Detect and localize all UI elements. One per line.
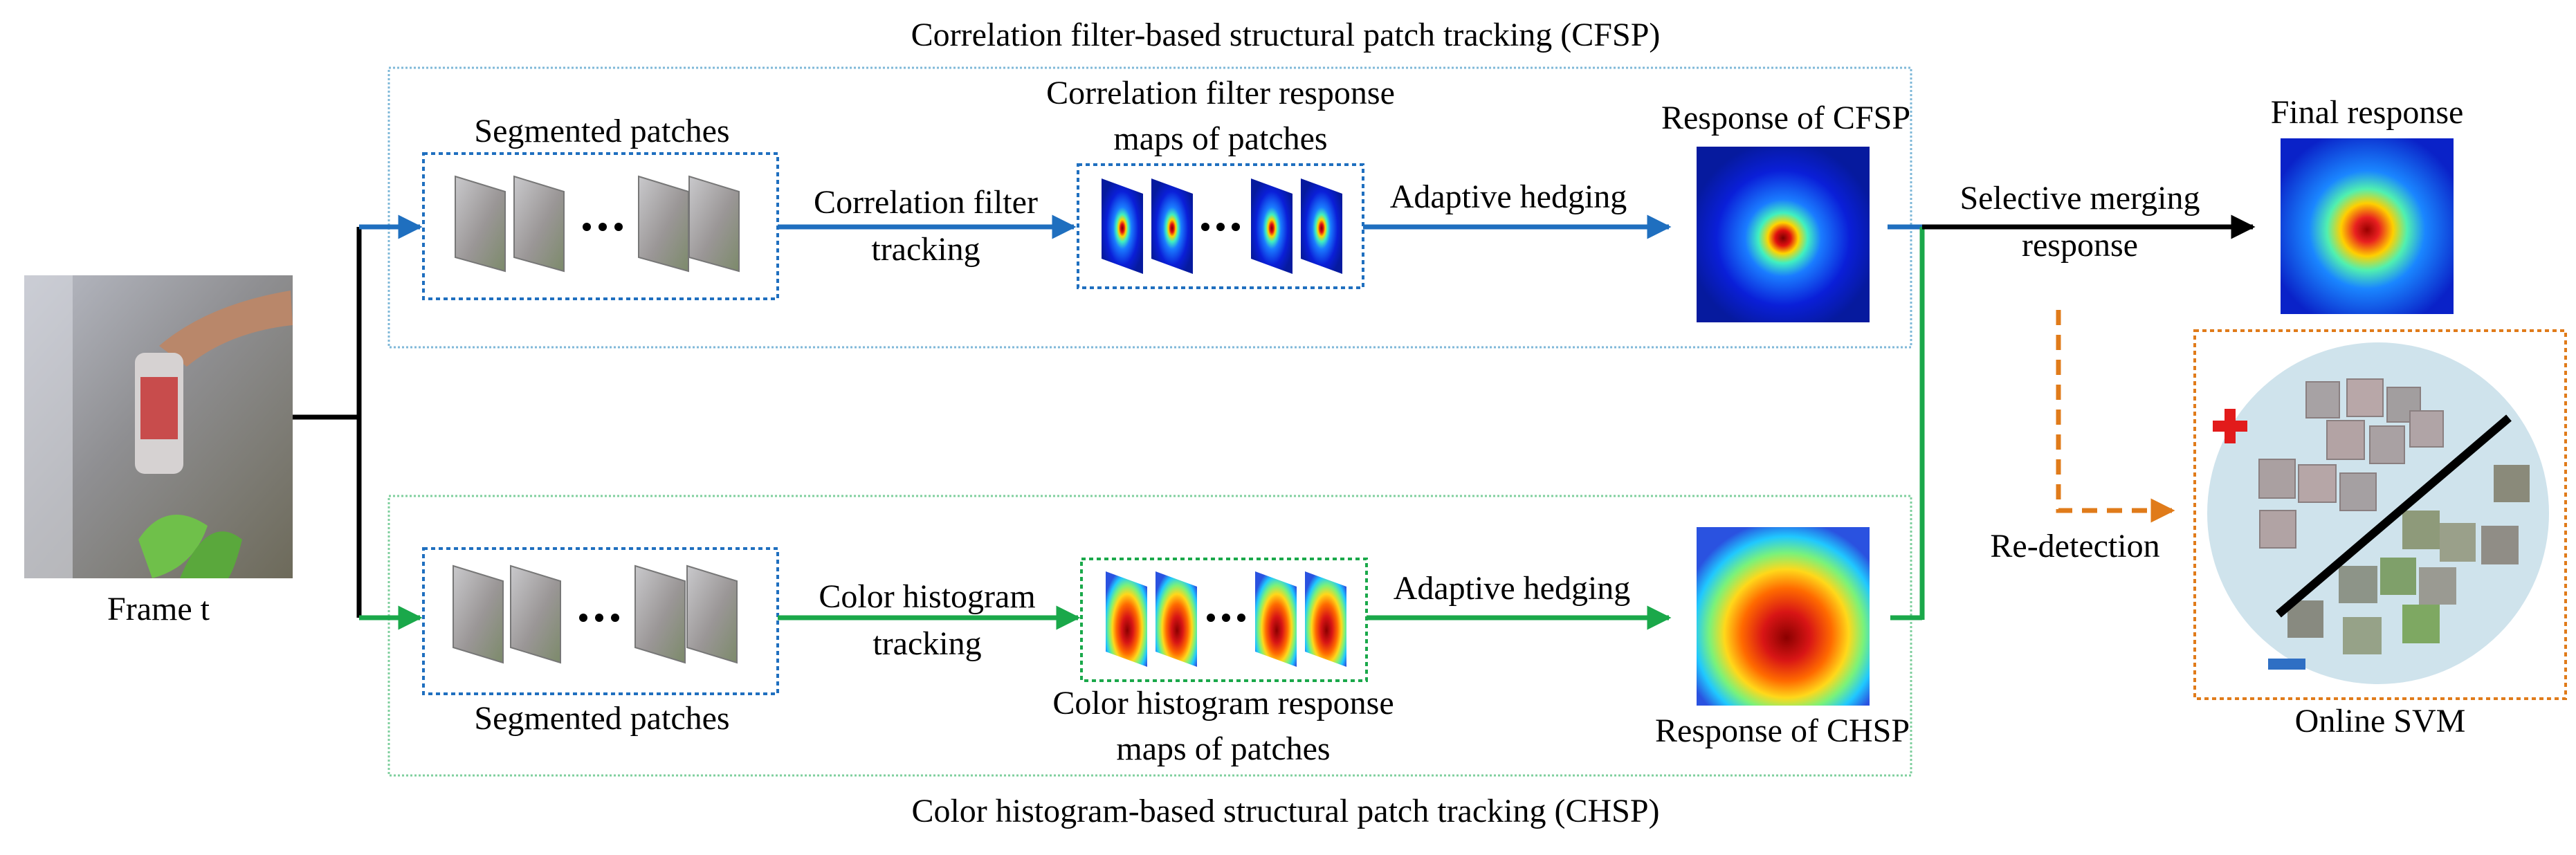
cfsp-map-dots	[1201, 223, 1240, 231]
chsp-segmented-patches	[453, 564, 738, 664]
frame-label: Frame t	[107, 591, 210, 627]
cfsp-map-2	[1151, 178, 1193, 274]
chsp-tracking-label-2: tracking	[873, 625, 981, 662]
chsp-maps-label-1: Color histogram response	[1052, 685, 1394, 721]
cfsp-patch-2	[513, 175, 565, 273]
frame-splitter	[293, 227, 362, 618]
chsp-response-maps	[1106, 571, 1346, 667]
chsp-patch-4	[686, 564, 738, 664]
merge-label-2: response	[2022, 227, 2138, 264]
cfsp-tracking-label-2: tracking	[871, 231, 980, 268]
cfsp-ellipsis-dots	[583, 223, 623, 231]
minus-icon	[2268, 659, 2305, 670]
final-response-map	[2281, 138, 2454, 314]
plus-icon	[2213, 409, 2247, 443]
cfsp-map-1	[1102, 178, 1143, 274]
final-response-label: Final response	[2271, 94, 2464, 131]
svm-box	[2193, 329, 2567, 700]
cfsp-map-3	[1251, 178, 1292, 274]
chsp-title: Color histogram-based structural patch t…	[911, 793, 1659, 829]
cfsp-response-map	[1697, 147, 1870, 322]
chsp-map-4	[1305, 571, 1346, 667]
cfsp-response-label: Response of CFSP	[1661, 100, 1910, 136]
chsp-region	[387, 495, 1912, 777]
chsp-patches-box	[422, 547, 779, 695]
cfsp-patch-3	[638, 175, 689, 273]
chsp-map-1	[1106, 571, 1147, 667]
chsp-response-map	[1697, 527, 1870, 706]
cfsp-patches-label: Segmented patches	[474, 113, 729, 149]
chsp-tracking-label-1: Color histogram	[819, 578, 1035, 615]
chsp-maps-label-2: maps of patches	[1116, 730, 1330, 767]
cfsp-maps-label-2: maps of patches	[1113, 120, 1327, 157]
cfsp-region	[387, 66, 1912, 349]
svm-negative-samples	[2287, 465, 2530, 654]
chsp-ellipsis-dots	[579, 614, 619, 622]
redetect-arrow	[2056, 310, 2175, 523]
cfsp-map-4	[1301, 178, 1342, 274]
chsp-response-label: Response of CHSP	[1655, 712, 1910, 749]
svm-label: Online SVM	[2295, 703, 2466, 739]
chsp-hedging-label: Adaptive hedging	[1394, 570, 1631, 607]
cfsp-maps-label-1: Correlation filter response	[1046, 75, 1395, 111]
cfsp-segmented-patches	[455, 175, 740, 273]
merge-label-1: Selective merging	[1960, 180, 2200, 217]
cfsp-patch-4	[688, 175, 740, 273]
chsp-patch-1	[453, 564, 504, 664]
cfsp-title: Correlation filter-based structural patc…	[911, 17, 1661, 53]
cfsp-response-maps	[1102, 178, 1342, 274]
chsp-map-3	[1255, 571, 1297, 667]
chsp-map-2	[1155, 571, 1197, 667]
chsp-patch-2	[510, 564, 561, 664]
redetect-label: Re-detection	[1990, 528, 2159, 564]
cfsp-hedging-label: Adaptive hedging	[1390, 178, 1627, 215]
cfsp-patch-1	[455, 175, 506, 273]
chsp-patch-3	[634, 564, 686, 664]
cfsp-tracking-label-1: Correlation filter	[814, 184, 1038, 221]
svm-positive-samples	[2258, 378, 2444, 549]
chsp-patches-label: Segmented patches	[474, 700, 729, 737]
merge-connector	[1888, 224, 1925, 620]
input-frame-image	[24, 275, 293, 578]
svm-hyperplane	[2276, 414, 2512, 618]
chsp-map-dots	[1207, 614, 1245, 622]
